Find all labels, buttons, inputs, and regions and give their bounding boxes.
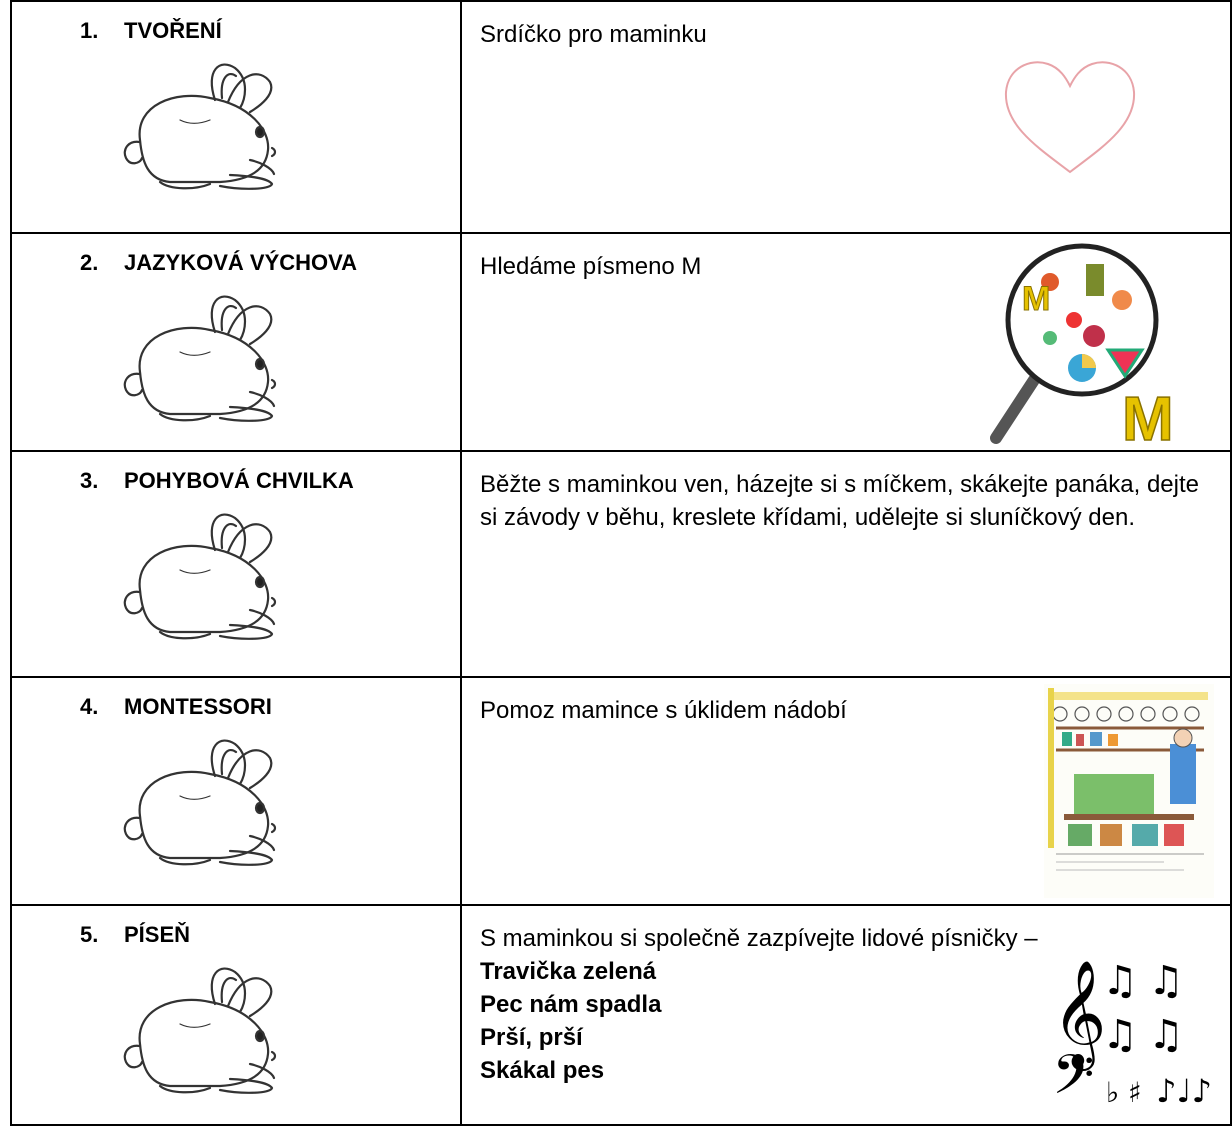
table-row: 2. JAZYKOVÁ VÝCHOVA Hledáme písmeno M M M [10, 232, 1232, 452]
activity-number: 5. [80, 922, 99, 947]
table-row: 4. MONTESSORI Pomoz mamince s úklidem nád… [10, 676, 1232, 906]
activity-description: Hledáme písmeno M [480, 253, 702, 280]
activity-title-cell: 1. TVOŘENÍ [10, 0, 462, 234]
song-item: Travička zelená [480, 958, 657, 985]
bunny-icon [100, 500, 300, 650]
letter-m: M [1122, 385, 1174, 448]
activity-desc-cell: Srdíčko pro maminku [460, 0, 1232, 234]
svg-text:♪♩♪: ♪♩♪ [1156, 1072, 1212, 1108]
song-item: Prší, prší [480, 1024, 583, 1051]
activity-name: MONTESSORI [124, 694, 272, 719]
bunny-icon [100, 726, 300, 876]
table-row: 1. TVOŘENÍ Srdíčko pro maminku [10, 0, 1232, 234]
music-notes-icon: 𝄞 𝄢 ♫ ♫ ♫ ♫ ♭ ♯ ♪♩♪ [1052, 958, 1212, 1108]
svg-text:♫: ♫ [1148, 958, 1184, 1004]
bunny-icon [100, 282, 300, 432]
table-row: 3. POHYBOVÁ CHVILKA Běžte s maminkou ven,… [10, 450, 1232, 678]
activity-title: 5. PÍSEŇ [80, 922, 190, 948]
activity-description: Běžte s maminkou ven, házejte si s míčke… [480, 471, 1200, 531]
activity-name: PÍSEŇ [124, 922, 191, 947]
activity-desc-cell: Pomoz mamince s úklidem nádobí [460, 676, 1232, 906]
activity-number: 1. [80, 18, 99, 43]
kitchen-picture-icon [1044, 684, 1214, 898]
activity-name: POHYBOVÁ CHVILKA [124, 468, 354, 493]
activity-title: 4. MONTESSORI [80, 694, 272, 720]
activity-description-text: S maminkou si společně zazpívejte lidové… [480, 925, 1038, 952]
activity-desc-cell: Hledáme písmeno M M M [460, 232, 1232, 452]
song-item: Pec nám spadla [480, 991, 662, 1018]
activity-title: 2. JAZYKOVÁ VÝCHOVA [80, 250, 357, 276]
svg-text:♫: ♫ [1148, 1012, 1184, 1058]
activity-title-cell: 4. MONTESSORI [10, 676, 462, 906]
svg-text:𝄢: 𝄢 [1052, 1043, 1094, 1108]
svg-text:𝄞: 𝄞 [1052, 959, 1106, 1071]
activity-description: Pomoz mamince s úklidem nádobí [480, 697, 847, 724]
activity-title: 1. TVOŘENÍ [80, 18, 222, 44]
activity-desc-cell: S maminkou si společně zazpívejte lidové… [460, 904, 1232, 1126]
bunny-icon [100, 954, 300, 1104]
activity-number: 3. [80, 468, 99, 493]
song-list: Travička zelená Pec nám spadla Prší, prš… [480, 955, 1038, 1087]
activity-description: S maminkou si společně zazpívejte lidové… [480, 922, 1038, 1087]
activity-name: JAZYKOVÁ VÝCHOVA [124, 250, 358, 275]
activity-table: 1. TVOŘENÍ Srdíčko pro maminku 2. JAZYKOVÁ… [10, 0, 1232, 1126]
magnifying-glass-icon: M M [990, 243, 1174, 448]
svg-text:♫: ♫ [1102, 958, 1138, 1004]
activity-description: Srdíčko pro maminku [480, 21, 707, 48]
activity-name: TVOŘENÍ [124, 18, 222, 43]
activity-desc-cell: Běžte s maminkou ven, házejte si s míčke… [460, 450, 1232, 678]
activity-title-cell: 2. JAZYKOVÁ VÝCHOVA [10, 232, 462, 452]
activity-number: 4. [80, 694, 99, 719]
activity-title-cell: 3. POHYBOVÁ CHVILKA [10, 450, 462, 678]
activity-title-cell: 5. PÍSEŇ [10, 904, 462, 1126]
svg-text:♭ ♯: ♭ ♯ [1106, 1076, 1142, 1108]
table-row: 5. PÍSEŇ S maminkou si společně zazpívejt… [10, 904, 1232, 1126]
svg-text:♫: ♫ [1102, 1012, 1138, 1058]
activity-title: 3. POHYBOVÁ CHVILKA [80, 468, 354, 494]
activity-number: 2. [80, 250, 99, 275]
bunny-icon [100, 50, 300, 200]
heart-icon [1004, 61, 1136, 174]
letter-m: M [1022, 280, 1050, 318]
song-item: Skákal pes [480, 1057, 605, 1084]
